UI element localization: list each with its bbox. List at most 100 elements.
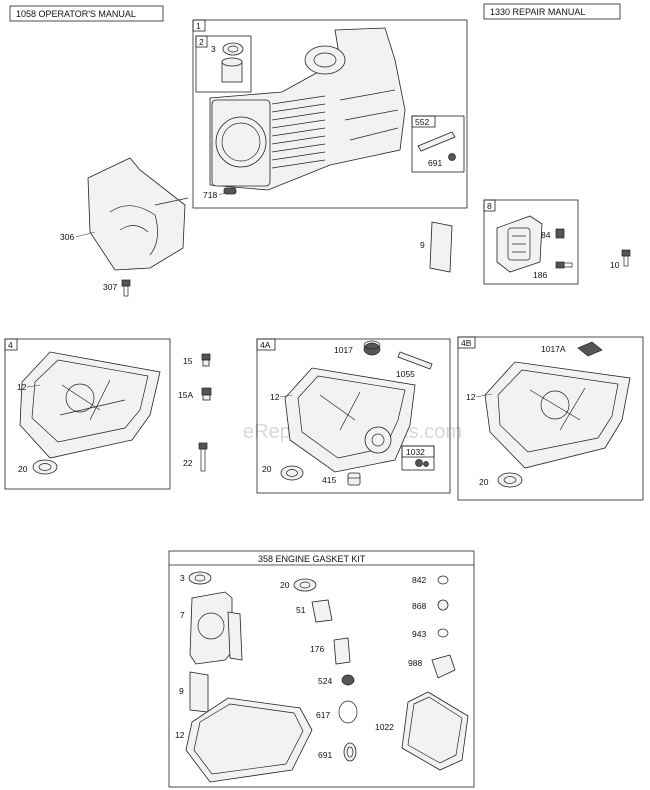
kit-o-ring-943-part[interactable] (437, 628, 449, 638)
kit-label-9: 9 (179, 686, 184, 696)
oil-seal-box4a-part[interactable] (280, 465, 304, 481)
gasket-kit-box[interactable]: 358 ENGINE GASKET KIT (168, 550, 475, 788)
label-12-box4b: 12 (466, 392, 476, 402)
label-20-box4b: 20 (479, 477, 489, 487)
label-15a: 15A (178, 390, 193, 400)
label-1017: 1017 (334, 345, 353, 355)
box-4a-number: 4A (260, 340, 271, 350)
kit-label-868: 868 (412, 601, 426, 611)
sump-bolt-part[interactable] (198, 442, 208, 472)
governor-part[interactable] (347, 472, 361, 486)
breather-tube-part[interactable] (417, 131, 456, 152)
shaft-1055-part[interactable] (397, 351, 433, 370)
kit-gasket-51-part[interactable] (311, 599, 333, 623)
kit-label-1022: 1022 (375, 722, 394, 732)
breather-tube-box[interactable]: 552 (411, 115, 465, 173)
label-1055: 1055 (396, 369, 415, 379)
shroud-screw-part[interactable] (121, 279, 131, 297)
box-4b-number: 4B (461, 338, 472, 348)
label-15: 15 (183, 356, 193, 366)
air-guide-shroud-part[interactable] (87, 157, 189, 271)
repair-manual-label: 1330 REPAIR MANUAL (490, 7, 585, 17)
kit-label-691: 691 (318, 750, 332, 760)
label-718: 718 (203, 190, 217, 200)
kit-label-943: 943 (412, 629, 426, 639)
label-691-top: 691 (428, 158, 442, 168)
sump-4a-part[interactable] (284, 367, 416, 473)
gear-cover-a-part[interactable] (577, 341, 603, 357)
oil-drain-plug-part[interactable] (201, 387, 212, 401)
kit-oil-seal-20-part[interactable] (293, 578, 317, 592)
kit-label-12: 12 (175, 730, 185, 740)
repair-manual-box[interactable]: 1330 REPAIR MANUAL (483, 3, 621, 20)
kit-label-842: 842 (412, 575, 426, 585)
kit-label-988: 988 (408, 658, 422, 668)
dowel-pin-part[interactable] (223, 187, 237, 195)
kit-head-gasket-7-part[interactable] (189, 591, 243, 665)
cylinder-block-part[interactable] (209, 27, 406, 191)
sump-box-4a[interactable]: 4A (256, 338, 451, 494)
box-8-number: 8 (487, 201, 492, 211)
kit-label-20: 20 (280, 580, 290, 590)
valve-cover-screw-part[interactable] (555, 261, 573, 269)
sump-4-part[interactable] (19, 351, 161, 459)
gear-cover-part[interactable] (363, 340, 381, 356)
box-1032[interactable]: 1032 (401, 445, 435, 471)
box-2-number: 2 (199, 37, 204, 47)
label-306: 306 (60, 232, 74, 242)
box-4-number: 4 (8, 340, 13, 350)
operators-manual-label: 1058 OPERATOR'S MANUAL (16, 9, 136, 19)
label-12-box4: 12 (17, 382, 27, 392)
kit-label-7: 7 (180, 610, 185, 620)
box-1-number: 1 (196, 21, 201, 31)
kit-label-176: 176 (310, 644, 324, 654)
gasket-kit-title: 358 ENGINE GASKET KIT (258, 554, 366, 564)
cylinder-assembly-box[interactable]: 1 (192, 19, 468, 209)
sump-box-4b[interactable]: 4B (457, 336, 644, 501)
bushing-box[interactable]: 2 (195, 35, 252, 93)
cylinder-head-gasket-part[interactable] (429, 221, 453, 273)
kit-o-ring-842-part[interactable] (437, 575, 449, 585)
oil-fill-plug-part[interactable] (201, 353, 211, 367)
grommet-part[interactable] (448, 153, 456, 161)
box-552-number: 552 (415, 117, 429, 127)
label-84: 84 (541, 230, 551, 240)
label-20-box4: 20 (18, 464, 28, 474)
operators-manual-box[interactable]: 1058 OPERATOR'S MANUAL (9, 5, 164, 22)
oil-seal-box4b-part[interactable] (497, 472, 523, 488)
sump-box-4[interactable]: 4 (4, 338, 171, 490)
kit-sump-gasket-12-part[interactable] (185, 697, 313, 783)
box-1032-number: 1032 (406, 447, 425, 457)
label-186: 186 (533, 270, 547, 280)
governor-gear-part[interactable] (415, 459, 429, 467)
kit-seal-524-part[interactable] (341, 674, 355, 686)
oil-seal-box4-part[interactable] (32, 459, 58, 475)
sump-4b-part[interactable] (484, 361, 631, 469)
kit-o-ring-617-part[interactable] (338, 700, 358, 724)
kit-label-524: 524 (318, 676, 332, 686)
label-10: 10 (610, 260, 620, 270)
label-1017a: 1017A (541, 344, 566, 354)
kit-label-51: 51 (296, 605, 306, 615)
valve-cover-nut-part[interactable] (555, 228, 565, 239)
label-20-box4a: 20 (262, 464, 272, 474)
valve-cover-box[interactable]: 8 (483, 199, 579, 285)
label-3-top: 3 (211, 44, 216, 54)
head-bolt-part[interactable] (621, 249, 631, 267)
kit-gasket-9-part[interactable] (189, 671, 209, 713)
kit-seal-3-part[interactable] (188, 571, 212, 585)
label-307: 307 (103, 282, 117, 292)
kit-gasket-176-part[interactable] (333, 637, 351, 665)
seal-ring-part[interactable] (222, 42, 244, 56)
label-22: 22 (183, 458, 193, 468)
label-9-top: 9 (420, 240, 425, 250)
kit-seal-691-part[interactable] (343, 742, 357, 762)
kit-gasket-988-part[interactable] (431, 654, 456, 679)
bushing-part[interactable] (221, 57, 243, 83)
kit-gasket-1022-part[interactable] (401, 691, 469, 771)
label-12-box4a: 12 (270, 392, 280, 402)
kit-seal-868-part[interactable] (437, 599, 449, 611)
label-415: 415 (322, 475, 336, 485)
valve-cover-part[interactable] (496, 215, 543, 273)
